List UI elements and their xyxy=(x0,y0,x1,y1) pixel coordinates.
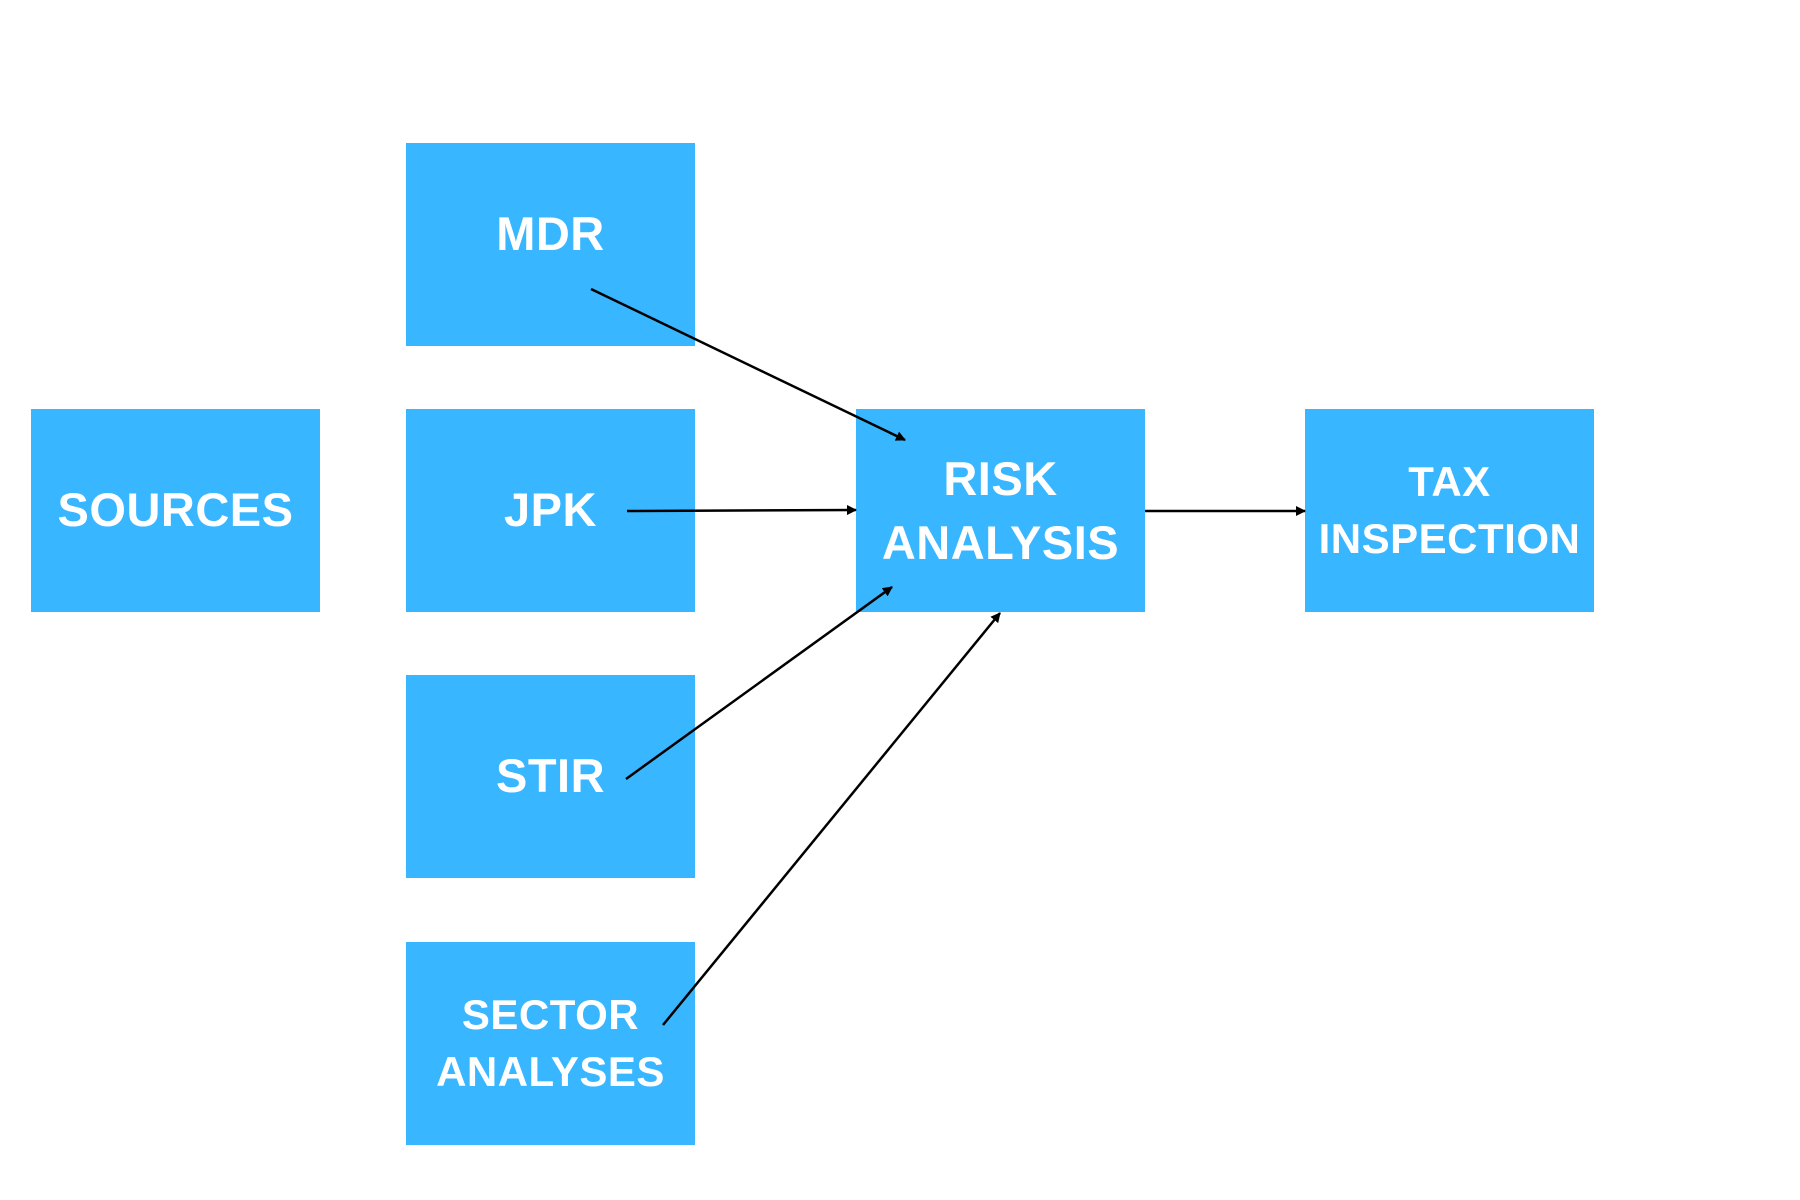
arrow-sector-to-risk xyxy=(662,612,1001,1026)
tax-inspection-box: TAX INSPECTION xyxy=(1305,409,1594,612)
jpk-box: JPK xyxy=(406,409,695,612)
risk-analysis-box: RISK ANALYSIS xyxy=(856,409,1145,612)
sector-analyses-box: SECTOR ANALYSES xyxy=(406,942,695,1145)
sources-box: SOURCES xyxy=(31,409,320,612)
mdr-box: MDR xyxy=(406,143,695,346)
stir-box: STIR xyxy=(406,675,695,878)
